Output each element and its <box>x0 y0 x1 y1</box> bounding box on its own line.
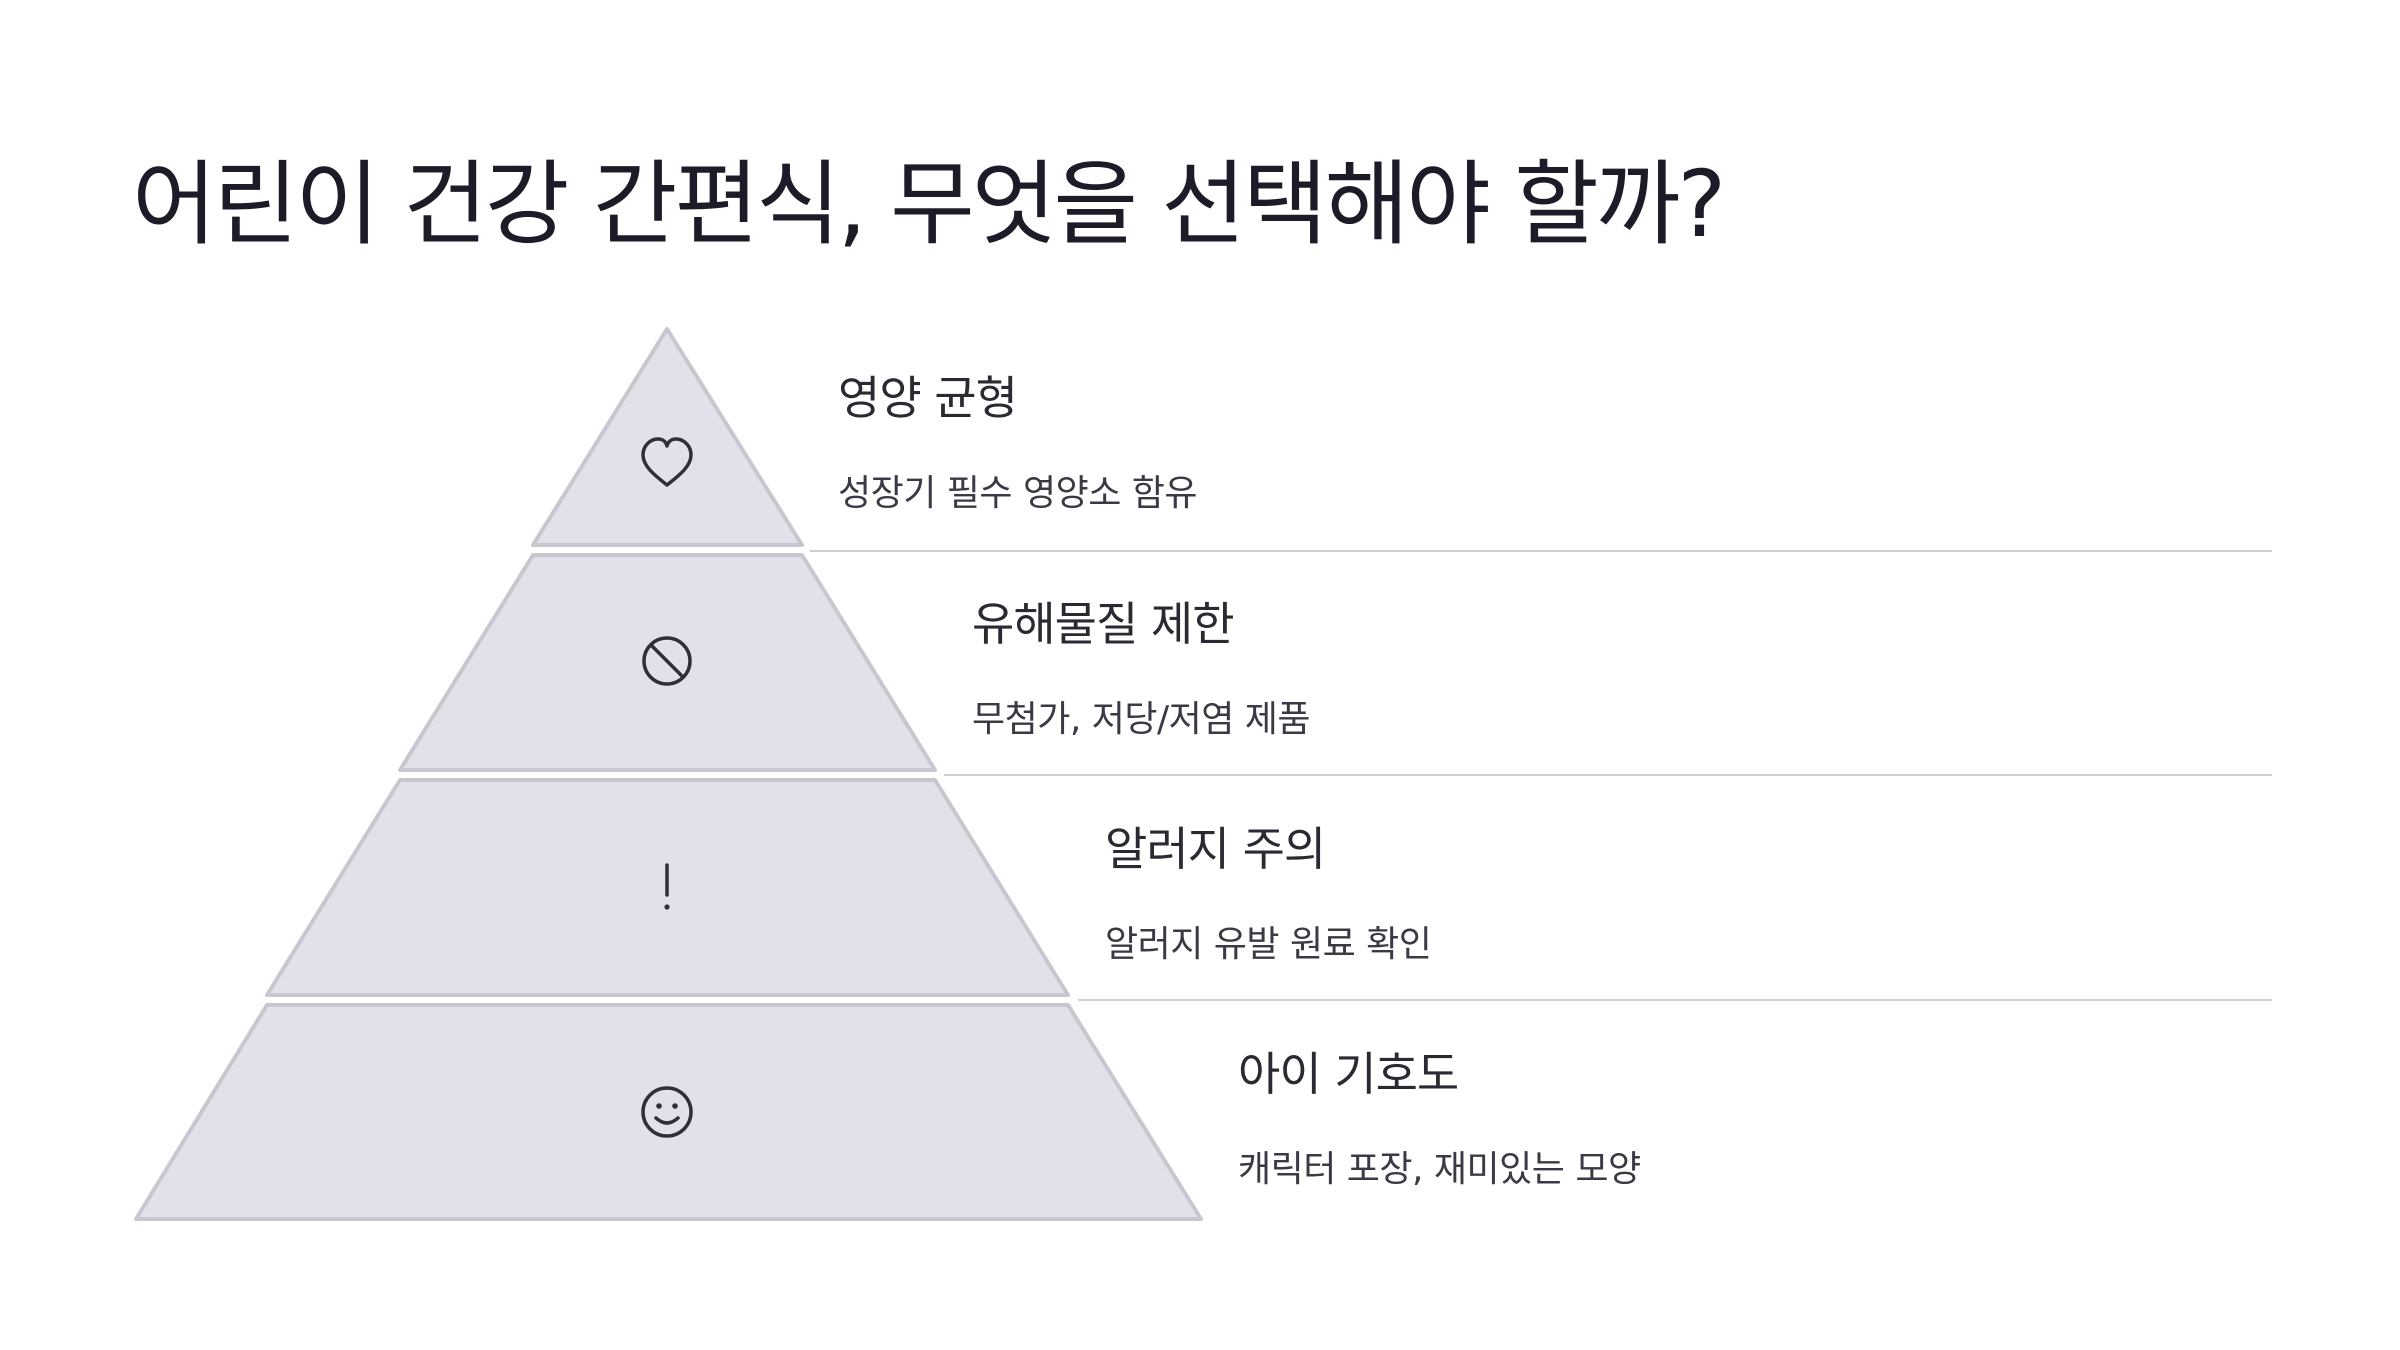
tier-4-title: 아이 기호도 <box>1238 1047 1459 1101</box>
tier-3-text: 알러지 주의 알러지 유발 원료 확인 <box>1105 813 1432 967</box>
prohibited-icon <box>642 636 692 686</box>
tier-2-text: 유해물질 제한 무첨가, 저당/저염 제품 <box>972 588 1311 742</box>
pyramid-tier-4 <box>134 1003 1203 1221</box>
heart-icon <box>641 437 693 487</box>
tier-2-title: 유해물질 제한 <box>972 597 1235 651</box>
page-title: 어린이 건강 간편식, 무엇을 선택해야 할까? <box>132 151 1726 258</box>
tier-3-title: 알러지 주의 <box>1105 822 1326 876</box>
tier-1-description: 성장기 필수 영양소 함유 <box>838 473 1198 514</box>
tier-2-description: 무첨가, 저당/저염 제품 <box>972 699 1311 740</box>
tier-3-description: 알러지 유발 원료 확인 <box>1105 924 1432 965</box>
tier-1-text: 영양 균형 성장기 필수 영양소 함유 <box>838 362 1198 516</box>
pyramid-tier-1 <box>531 327 804 547</box>
smiley-icon <box>641 1086 693 1138</box>
tier-4-description: 캐릭터 포장, 재미있는 모양 <box>1238 1149 1641 1190</box>
tier-4-text: 아이 기호도 캐릭터 포장, 재미있는 모양 <box>1238 1038 1641 1192</box>
tier-1-title: 영양 균형 <box>838 371 1018 425</box>
exclamation-icon <box>664 863 670 910</box>
